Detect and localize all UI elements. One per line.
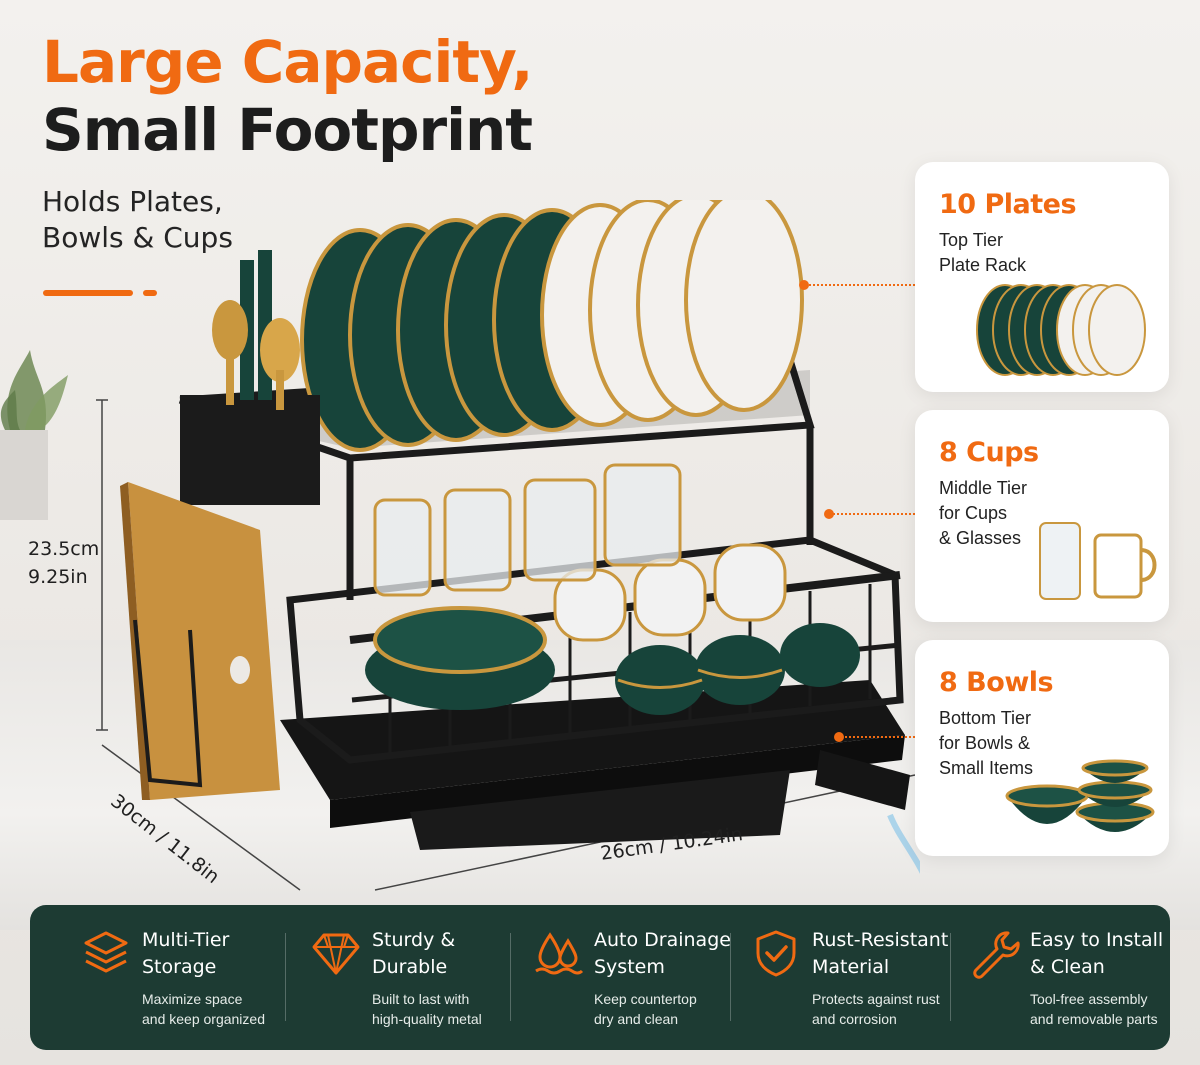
feature-sturdy-title-1: Sturdy & <box>372 929 456 951</box>
feature-sturdy-desc-1: Built to last with <box>372 991 470 1007</box>
feature-rust-desc-1: Protects against rust <box>812 991 940 1007</box>
feature-drainage: Auto Drainage System Keep countertop dry… <box>532 905 742 1050</box>
feature-rust-desc-2: and corrosion <box>812 1011 897 1027</box>
diamond-icon <box>312 933 360 975</box>
feature-drainage-desc-1: Keep countertop <box>594 991 697 1007</box>
connector-plates <box>799 280 915 290</box>
plates-card-title: 10 Plates <box>939 189 1077 220</box>
feature-easy-install-title-1: Easy to Install <box>1030 929 1164 951</box>
plates-icon <box>976 284 1146 376</box>
feature-multi-tier: Multi-Tier Storage Maximize space and ke… <box>80 905 290 1050</box>
feature-drainage-title: Auto Drainage System <box>594 927 754 981</box>
feature-divider <box>510 933 511 1021</box>
feature-sturdy-title-2: Durable <box>372 956 448 978</box>
headline-line-1: Large Capacity, <box>42 28 533 96</box>
bowls-card-title: 8 Bowls <box>939 667 1054 698</box>
feature-sturdy-title: Sturdy & Durable <box>372 927 532 981</box>
bowls-card: 8 Bowls Bottom Tier for Bowls & Small It… <box>915 640 1169 856</box>
cups-card-line-3: & Glasses <box>939 528 1022 548</box>
layers-icon <box>84 931 128 973</box>
subheadline: Holds Plates, Bowls & Cups <box>42 184 532 256</box>
bowls-icon <box>1005 759 1155 832</box>
feature-drainage-title-2: System <box>594 956 665 978</box>
feature-drainage-title-1: Auto Drainage <box>594 929 731 951</box>
dish-rack-illustration <box>96 200 920 891</box>
headline-block: Large Capacity, Small Footprint Holds Pl… <box>42 28 533 256</box>
subheadline-line-1: Holds Plates, <box>42 185 223 218</box>
feature-rust: Rust-Resistant Material Protects against… <box>750 905 960 1050</box>
feature-easy-install-desc-1: Tool-free assembly <box>1030 991 1148 1007</box>
water-drops-icon <box>535 932 584 975</box>
feature-divider <box>285 933 286 1021</box>
feature-rust-title: Rust-Resistant Material <box>812 927 972 981</box>
cups-card-line-2: for Cups <box>939 503 1008 523</box>
cups-card-line-1: Middle Tier <box>939 478 1028 498</box>
feature-easy-install: Easy to Install & Clean Tool-free assemb… <box>968 905 1168 1050</box>
subheadline-line-2: Bowls & Cups <box>42 221 233 254</box>
shield-check-icon <box>756 930 796 977</box>
feature-sturdy-desc-2: high-quality metal <box>372 1011 482 1027</box>
height-dimension: 23.5cm 9.25in <box>28 535 99 591</box>
wrench-icon <box>973 931 1020 979</box>
bowls-card-line-3: Small Items <box>939 758 1034 778</box>
feature-easy-install-desc: Tool-free assembly and removable parts <box>1030 989 1170 1029</box>
plates-card: 10 Plates Top Tier Plate Rack <box>915 162 1169 392</box>
feature-sturdy-desc: Built to last with high-quality metal <box>372 989 532 1029</box>
bowls-card-line-2: for Bowls & <box>939 733 1031 753</box>
cups-card-desc: Middle Tier for Cups & Glasses <box>939 476 1069 551</box>
feature-multi-tier-desc-2: and keep organized <box>142 1011 265 1027</box>
feature-easy-install-title: Easy to Install & Clean <box>1030 927 1170 981</box>
height-in-label: 9.25in <box>28 566 88 588</box>
connector-cups <box>824 509 915 519</box>
feature-divider <box>730 933 731 1021</box>
feature-multi-tier-title-2: Storage <box>142 956 217 978</box>
feature-drainage-desc: Keep countertop dry and clean <box>594 989 754 1029</box>
feature-drainage-desc-2: dry and clean <box>594 1011 679 1027</box>
feature-rust-title-2: Material <box>812 956 890 978</box>
plant-decoration <box>0 350 68 520</box>
headline-line-2: Small Footprint <box>42 96 533 164</box>
cups-card: 8 Cups Middle Tier for Cups & Glasses <box>915 410 1169 622</box>
feature-multi-tier-desc: Maximize space and keep organized <box>142 989 302 1029</box>
plates-card-line-2: Plate Rack <box>939 255 1027 275</box>
plates-card-desc: Top Tier Plate Rack <box>939 228 1069 278</box>
feature-rust-desc: Protects against rust and corrosion <box>812 989 972 1029</box>
height-cm-label: 23.5cm <box>28 538 100 560</box>
cups-icon <box>1039 522 1157 600</box>
feature-easy-install-title-2: & Clean <box>1030 956 1105 978</box>
feature-sturdy: Sturdy & Durable Built to last with high… <box>310 905 520 1050</box>
bowls-card-desc: Bottom Tier for Bowls & Small Items <box>939 706 1069 781</box>
feature-multi-tier-title: Multi-Tier Storage <box>142 927 302 981</box>
feature-divider <box>950 933 951 1021</box>
feature-rust-title-1: Rust-Resistant <box>812 929 949 951</box>
plates-group <box>300 200 804 452</box>
cups-card-title: 8 Cups <box>939 437 1039 468</box>
plates-card-line-1: Top Tier <box>939 230 1004 250</box>
connector-bowls <box>834 732 915 742</box>
feature-easy-install-desc-2: and removable parts <box>1030 1011 1158 1027</box>
features-bar: Multi-Tier Storage Maximize space and ke… <box>30 905 1170 1050</box>
feature-multi-tier-title-1: Multi-Tier <box>142 929 230 951</box>
bowls-card-line-1: Bottom Tier <box>939 708 1032 728</box>
feature-multi-tier-desc-1: Maximize space <box>142 991 243 1007</box>
